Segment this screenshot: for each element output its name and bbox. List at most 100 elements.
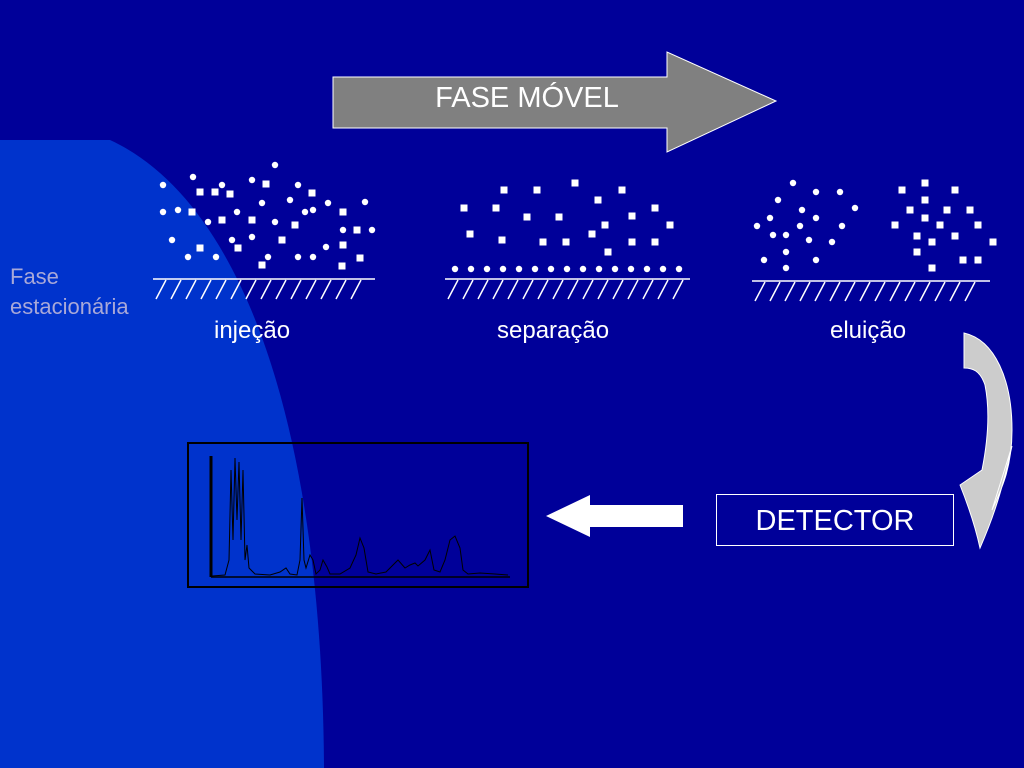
particle-square [571,179,579,187]
particle-circle [627,265,635,273]
particle-square [226,190,234,198]
particle-square [974,256,982,264]
particle-square [498,236,506,244]
particle-square [196,188,204,196]
particle-square [588,230,596,238]
hatch-mark [844,281,856,302]
particle-circle [168,236,176,244]
hatch-mark [642,279,654,300]
particle-circle [812,214,820,222]
hatch-mark [350,279,362,300]
hatch-mark [335,279,347,300]
hatch-mark [627,279,639,300]
hatch-mark [200,279,212,300]
particle-circle [611,265,619,273]
particle-circle [286,196,294,204]
stage-label-eluicao: eluição [830,317,907,344]
particle-square [248,216,256,224]
particle-square [936,221,944,229]
stage-label-injecao: injeção [214,317,291,344]
particle-circle [218,181,226,189]
particle-square [928,264,936,272]
particle-square [943,206,951,214]
particle-square [921,196,929,204]
particle-square [989,238,997,246]
particle-square [466,230,474,238]
hatch-mark [799,281,811,302]
hatch-mark [949,281,961,302]
particle-circle [812,188,820,196]
particle-circle [595,265,603,273]
particle-square [539,238,547,246]
particle-circle [184,253,192,261]
hatch-mark [859,281,871,302]
particle-circle [271,218,279,226]
particle-square [278,236,286,244]
particle-circle [368,226,376,234]
particle-square [523,213,531,221]
particle-square [196,244,204,252]
particles-separacao [451,179,683,273]
particle-circle [233,208,241,216]
particle-square [562,238,570,246]
hatch-mark [612,279,624,300]
particles-injecao [159,161,376,270]
particle-square [651,204,659,212]
hatch-mark [275,279,287,300]
hatch-mark [814,281,826,302]
particle-square [666,221,674,229]
particle-circle [264,253,272,261]
particle-square [928,238,936,246]
particle-circle [361,198,369,206]
hatch-mark [754,281,766,302]
hatch-mark [492,279,504,300]
particle-square [339,208,347,216]
particle-circle [782,231,790,239]
particle-square [604,248,612,256]
particle-circle [579,265,587,273]
particle-circle [322,243,330,251]
particle-circle [796,222,804,230]
particle-square [921,179,929,187]
hatch-mark [447,279,459,300]
particle-square [628,212,636,220]
particle-square [966,206,974,214]
hatch-mark [290,279,302,300]
particle-square [891,221,899,229]
particle-circle [547,265,555,273]
particle-square [921,214,929,222]
hatch-mark [919,281,931,302]
particle-circle [248,176,256,184]
hatch-mark [477,279,489,300]
mobile-phase-arrow [332,51,778,153]
hatch-mark [567,279,579,300]
particle-circle [798,206,806,214]
particle-circle [812,256,820,264]
hatch-mark [964,281,976,302]
stationary-phase-label-line1: Fase [10,264,59,289]
stationary-surface-separacao [445,278,690,300]
particle-circle [782,264,790,272]
particle-circle [174,206,182,214]
particle-circle [515,265,523,273]
particle-circle [309,253,317,261]
particle-square [628,238,636,246]
particle-circle [301,208,309,216]
particle-circle [294,253,302,261]
particle-circle [753,222,761,230]
particle-circle [483,265,491,273]
stationary-surface-eluicao [752,280,990,302]
particle-circle [499,265,507,273]
hatch-mark [784,281,796,302]
hatch-mark [507,279,519,300]
hatch-mark [155,279,167,300]
particle-circle [531,265,539,273]
particle-circle [324,199,332,207]
hatch-mark [829,281,841,302]
particle-circle [271,161,279,169]
arrow-to-chromatogram [546,495,683,537]
particle-square [913,232,921,240]
hatch-mark [522,279,534,300]
hatch-mark [185,279,197,300]
